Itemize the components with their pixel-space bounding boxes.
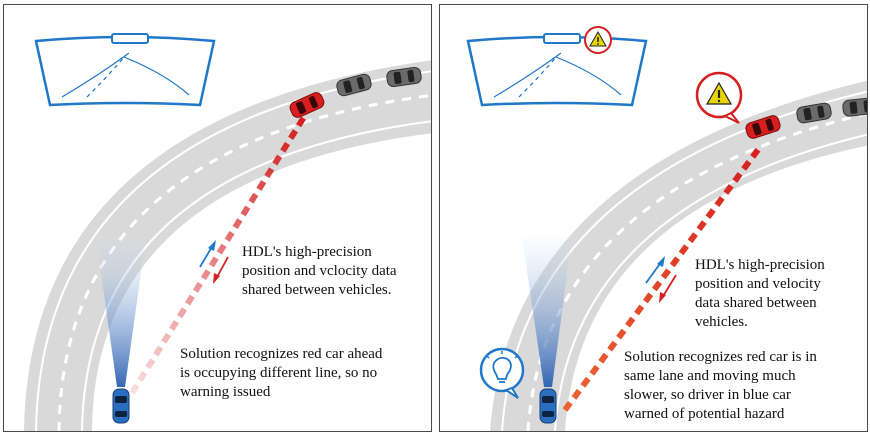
lane-divider xyxy=(57,93,431,431)
lead-car-red xyxy=(745,115,781,139)
scenario-panel-warning: HDL's high-precision position and veloci… xyxy=(439,4,868,432)
dashboard-warning-icon xyxy=(584,26,612,54)
scenario-panel-no-warning: HDL's high-precision position and vcloci… xyxy=(3,4,432,432)
traffic-car xyxy=(386,66,422,88)
v2v-signal-link xyxy=(562,145,763,412)
windshield-view xyxy=(34,33,216,107)
road-edge-inner xyxy=(81,120,431,431)
curved-road xyxy=(490,80,867,431)
v2v-signal-link xyxy=(129,115,307,395)
lane-divider xyxy=(526,112,867,431)
sensor-beam xyxy=(96,237,146,387)
data-exchange-arrows xyxy=(645,256,677,303)
road-scene-left xyxy=(24,33,431,431)
road-scene-right xyxy=(466,26,867,431)
windshield-view xyxy=(466,33,648,107)
data-exchange-arrows xyxy=(199,240,229,284)
hazard-warning-icon xyxy=(695,71,743,124)
v2v-caption: HDL's high-precision position and vcloci… xyxy=(242,244,397,298)
traffic-car xyxy=(796,102,832,124)
ego-car-blue xyxy=(539,388,557,424)
result-caption: Solution recognizes red car is in same l… xyxy=(624,349,817,422)
traffic-car xyxy=(336,73,372,97)
lightbulb-hint-icon xyxy=(479,347,525,399)
sensor-beam xyxy=(522,237,572,387)
v2v-caption: HDL's high-precision position and veloci… xyxy=(695,257,825,330)
ego-car-blue xyxy=(112,388,130,424)
traffic-car xyxy=(842,97,867,117)
road-edge-inner xyxy=(554,133,867,431)
result-caption: Solution recognizes red car ahead is occ… xyxy=(180,346,383,400)
lead-car-red xyxy=(289,92,325,118)
curved-road xyxy=(24,60,431,431)
road-edge-outer xyxy=(35,70,431,431)
